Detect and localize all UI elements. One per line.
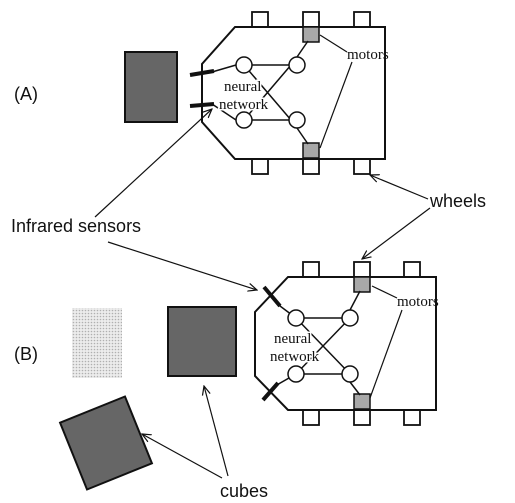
cube-b-front: [167, 306, 237, 377]
wheel: [302, 409, 320, 426]
wheel: [353, 261, 371, 278]
motor: [353, 276, 371, 293]
wheels-arrow-a: [370, 175, 429, 200]
neuron: [341, 309, 359, 327]
neuron: [287, 309, 305, 327]
neural-label-a: neural: [224, 79, 261, 95]
wheel: [353, 409, 371, 426]
neural-network-connections: [211, 40, 309, 145]
wheel: [302, 158, 320, 175]
motors-pointer: [371, 285, 398, 299]
infrared-sensors-label: Infrared sensors: [11, 216, 141, 236]
panel-a-label: (A): [14, 84, 38, 104]
motors-pointer: [369, 309, 403, 399]
wheel: [251, 11, 269, 28]
panel-b-label: (B): [14, 344, 38, 364]
motor: [302, 142, 320, 159]
cube-dotted: [72, 308, 122, 378]
neuron: [288, 111, 306, 129]
neuron: [287, 365, 305, 383]
wheel: [302, 11, 320, 28]
network-label-a: network: [219, 97, 269, 113]
neuron: [288, 56, 306, 74]
infrared-sensor: [189, 102, 215, 108]
robot-a: neural network motors: [189, 11, 389, 175]
neuron: [235, 56, 253, 74]
wheel: [251, 158, 269, 175]
infrared-arrow-b: [107, 241, 257, 290]
wheel: [302, 261, 320, 278]
motors-pointer: [319, 34, 348, 53]
cubes-label: cubes: [220, 481, 268, 501]
wheel: [403, 409, 421, 426]
motor: [302, 26, 320, 43]
infrared-sensor: [189, 69, 215, 77]
cube-b-rotated: [58, 395, 154, 491]
wheels-arrow-b: [362, 207, 431, 259]
network-label-b: network: [270, 349, 320, 365]
robot-b: neural network motors: [254, 261, 439, 426]
motors-label-a: motors: [347, 47, 389, 63]
wheels-label: wheels: [429, 191, 486, 211]
cubes-arrow-front: [204, 386, 229, 477]
motor: [353, 393, 371, 410]
motors-label-b: motors: [397, 294, 439, 310]
cubes-arrow-rotated: [142, 434, 223, 479]
motors-pointer: [319, 61, 353, 149]
wheel: [403, 261, 421, 278]
infrared-arrow-a: [94, 109, 212, 218]
infrared-sensor: [262, 285, 282, 308]
cube-a: [124, 51, 178, 123]
wheel: [353, 158, 371, 175]
neuron: [235, 111, 253, 129]
neural-label-b: neural: [274, 331, 311, 347]
wheel: [353, 11, 371, 28]
neuron: [341, 365, 359, 383]
